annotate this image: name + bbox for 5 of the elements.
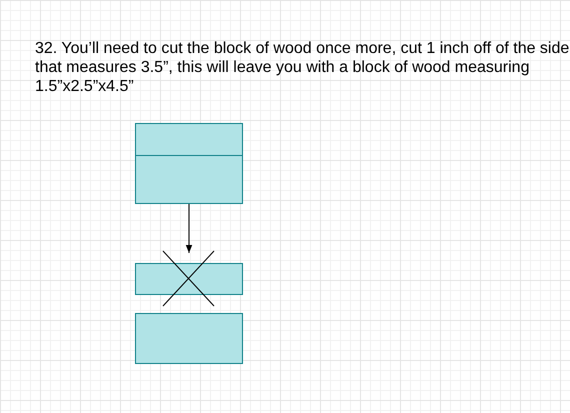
wood-block	[135, 123, 243, 204]
arrow	[186, 204, 192, 254]
wood-block	[135, 313, 243, 364]
instruction-text: 32. You’ll need to cut the block of wood once more, cut 1 inch off of the side that measures 3.5”, this will leave you with a block of wood measuring 1.5”x2.5”x4.5”	[35, 39, 570, 96]
wood-block	[135, 263, 243, 295]
